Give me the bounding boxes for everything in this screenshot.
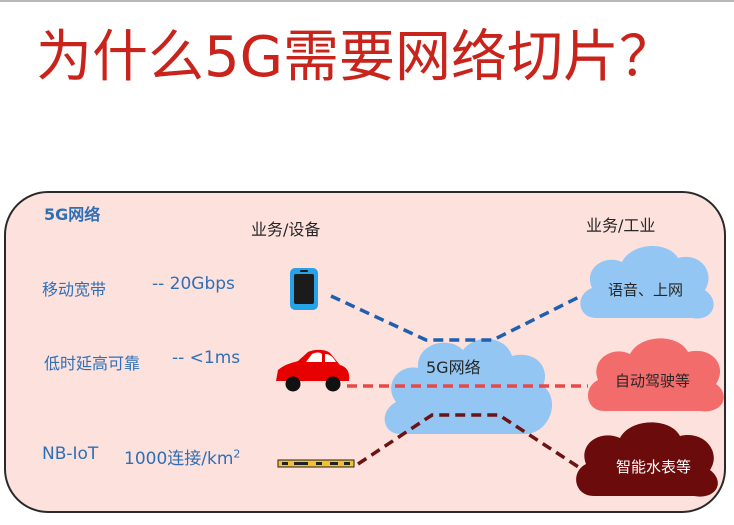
autonomous-driving-label: 自动驾驶等 — [615, 372, 691, 390]
voice-internet-label: 语音、上网 — [608, 281, 684, 299]
row-spec-low-latency: -- <1ms — [172, 348, 241, 368]
row-spec-mobile-broadband: -- 20Gbps — [152, 274, 235, 294]
meter-sensor-icon — [277, 459, 355, 468]
right-column-header: 业务/工业 — [586, 216, 656, 235]
nbiot-spec-text: 1000连接/km — [124, 449, 234, 469]
smart-meter-label: 智能水表等 — [616, 458, 692, 476]
row-label-mobile-broadband: 移动宽带 — [42, 280, 107, 299]
panel-label: 5G网络 — [44, 205, 101, 224]
row-spec-nbiot: 1000连接/km2 — [124, 444, 240, 469]
left-column-header: 业务/设备 — [251, 220, 321, 239]
row-label-low-latency: 低时延高可靠 — [44, 354, 141, 373]
smart-meter-cloud — [576, 422, 718, 497]
nbiot-spec-superscript: 2 — [233, 447, 241, 461]
car-icon — [276, 349, 350, 392]
page-title: 为什么5G需要网络切片？ — [36, 25, 676, 90]
top-divider-line — [0, 0, 734, 2]
row-label-nbiot: NB-IoT — [42, 444, 99, 464]
autonomous-driving-cloud — [587, 338, 724, 412]
smartphone-icon — [290, 268, 318, 310]
center-cloud-label: 5G网络 — [426, 358, 481, 377]
broadband-slice-line — [330, 294, 582, 342]
voice-internet-cloud — [580, 246, 714, 319]
